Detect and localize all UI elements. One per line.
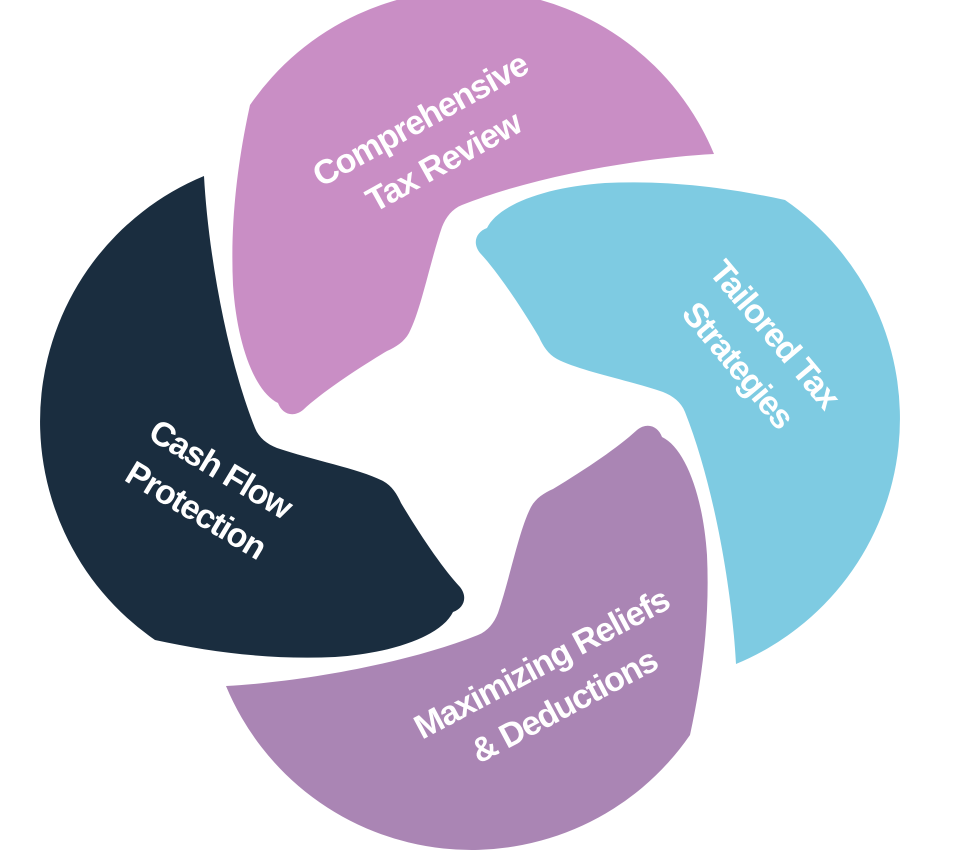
cycle-diagram-canvas: [40, 0, 900, 850]
tax-cycle-diagram: Comprehensive Tax Review Tailored Tax St…: [40, 0, 900, 850]
